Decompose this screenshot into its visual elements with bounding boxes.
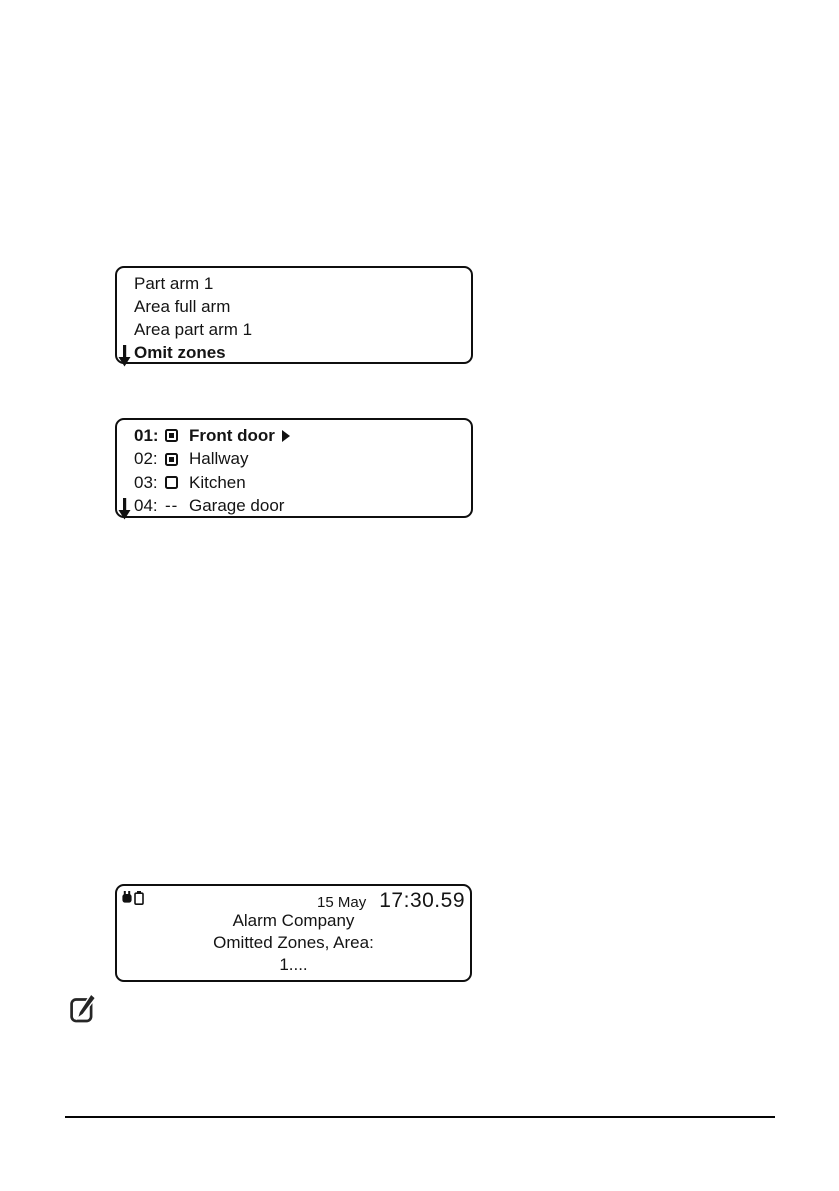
status-time: 17:30.59 (379, 889, 465, 912)
status-line-omitted-zones: Omitted Zones, Area: (213, 933, 374, 952)
menu-item-omit-zones: Omit zones (134, 343, 226, 362)
zone-omitted-checkbox-icon (165, 429, 178, 443)
lcd-menu-screen: Part arm 1 Area full arm Area part arm 1… (115, 266, 473, 367)
lcd-status-screen: 15 May 17:30.59 Alarm Company Omitted Zo… (115, 884, 472, 982)
footer-divider (65, 1116, 775, 1118)
scroll-down-icon (118, 345, 131, 367)
status-line-areas: 1.... (279, 955, 308, 974)
status-bar: 15 May 17:30.59 (122, 889, 465, 913)
zone-number: 02: (134, 449, 158, 469)
zone-number: 01: (134, 425, 159, 445)
battery-icon (134, 891, 144, 905)
zone-name: Kitchen (189, 472, 246, 492)
zone-unavailable-marker: -- (165, 496, 179, 516)
selected-zone-pointer-icon (281, 429, 290, 442)
lcd-zones-screen: 01: Front door 02: Hallway 03: Kitchen 0… (115, 418, 473, 520)
menu-item-area-full-arm: Area full arm (134, 297, 231, 316)
note-pencil-icon (70, 993, 97, 1023)
zone-name: Front door (189, 425, 275, 445)
zone-row-hallway: 02: Hallway (134, 448, 471, 472)
status-date: 15 May (317, 894, 367, 911)
zone-row-front-door: 01: Front door (134, 424, 471, 448)
mains-plug-icon (122, 891, 132, 903)
scroll-down-icon (118, 498, 131, 520)
zone-list: 01: Front door 02: Hallway 03: Kitchen 0… (117, 420, 471, 518)
status-message: Alarm Company Omitted Zones, Area: 1.... (117, 910, 470, 976)
zone-number: 04: (134, 496, 158, 516)
menu-list: Part arm 1 Area full arm Area part arm 1… (117, 268, 471, 364)
menu-item-part-arm-1: Part arm 1 (134, 274, 214, 293)
zone-empty-checkbox-icon (165, 476, 178, 490)
zone-row-garage-door: 04: -- Garage door (134, 495, 471, 519)
menu-item-area-part-arm-1: Area part arm 1 (134, 320, 253, 339)
status-line-company: Alarm Company (232, 911, 355, 930)
zone-name: Garage door (189, 496, 285, 516)
zone-omitted-checkbox-icon (165, 452, 178, 466)
zone-row-kitchen: 03: Kitchen (134, 471, 471, 495)
zone-name: Hallway (189, 449, 249, 469)
zone-number: 03: (134, 472, 158, 492)
status-icons (122, 889, 144, 905)
